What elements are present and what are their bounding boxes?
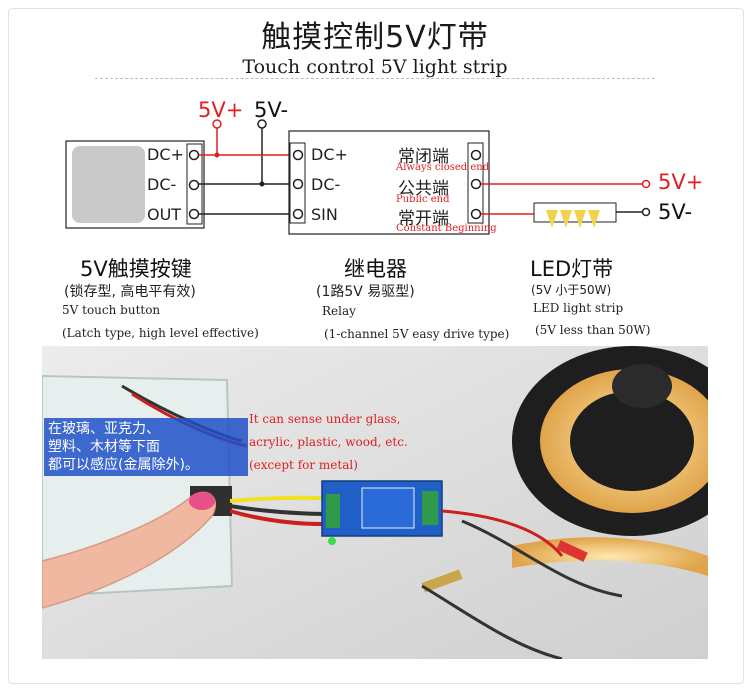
strip-caption-note: (5V 小于50W) xyxy=(531,283,612,297)
relay-contact-no-label-en: Constant Beginning xyxy=(396,223,497,234)
supply-negative-terminal xyxy=(257,119,267,129)
wiring-diagram xyxy=(65,119,651,235)
sense-note-line-1: It can sense under glass, xyxy=(249,412,401,426)
output-positive-label: 5V+ xyxy=(658,170,704,194)
strip-caption-en: LED light strip xyxy=(533,301,624,315)
glass-sensing-note: 在玻璃、亚克力、 塑料、木材等下面 都可以感应(金属除外)。 xyxy=(44,418,248,476)
junction-dc-minus xyxy=(259,181,265,187)
junction-dc-plus xyxy=(214,152,220,158)
relay-pin-label-sin: SIN xyxy=(311,205,338,224)
page-subtitle: Touch control 5V light strip xyxy=(242,56,508,78)
relay-pin-label-dc-minus: DC- xyxy=(311,175,341,194)
relay-contact-com-label-en: Public end xyxy=(396,194,450,205)
product-photo xyxy=(42,346,708,659)
button-pin-label-out: OUT xyxy=(147,205,182,224)
touch-pad xyxy=(72,146,145,223)
strip-caption-note-en: (5V less than 50W) xyxy=(535,323,651,337)
relay-caption: 继电器 xyxy=(344,257,407,281)
strip-caption: LED灯带 xyxy=(530,257,614,281)
button-pin-dc-plus xyxy=(188,149,200,161)
supply-negative-label: 5V- xyxy=(254,98,289,122)
glass-note-line-2: 塑料、木材等下面 xyxy=(48,439,160,455)
relay-pin-label-dc-plus: DC+ xyxy=(311,145,348,164)
output-negative-label: 5V- xyxy=(658,200,693,224)
supply-positive-label: 5V+ xyxy=(198,98,244,122)
relay-pin-dc-plus xyxy=(292,149,304,161)
relay-caption-note: (1路5V 易驱型) xyxy=(316,284,415,300)
sensing-note-en: It can sense under glass, acrylic, plast… xyxy=(249,408,408,477)
relay-contact-com-label: 公共端 xyxy=(398,179,449,199)
relay-pin-sin xyxy=(292,208,304,220)
relay-contact-nc xyxy=(470,149,482,161)
output-negative-terminal xyxy=(641,207,651,217)
relay-contact-no-label: 常开端 xyxy=(398,209,449,229)
glass-note-line-1: 在玻璃、亚克力、 xyxy=(48,421,160,437)
page-title: 触摸控制5V灯带 xyxy=(261,20,489,55)
button-caption: 5V触摸按键 xyxy=(80,257,192,281)
relay-contact-nc-label: 常闭端 xyxy=(398,147,449,167)
photo-illustration xyxy=(42,346,708,659)
relay-caption-en: Relay xyxy=(322,304,356,318)
button-caption-en: 5V touch button xyxy=(62,303,161,317)
page-frame xyxy=(8,8,744,684)
button-pin-label-dc-minus: DC- xyxy=(147,175,177,194)
fingernail xyxy=(189,492,215,510)
glass-note-line-3: 都可以感应(金属除外)。 xyxy=(48,457,199,473)
button-pin-label-dc-plus: DC+ xyxy=(147,145,184,164)
supply-positive-terminal xyxy=(212,119,222,129)
sense-note-line-2: acrylic, plastic, wood, etc. xyxy=(249,435,408,449)
title-divider xyxy=(95,78,655,79)
relay-pin-dc-minus xyxy=(292,178,304,190)
button-caption-note-en: (Latch type, high level effective) xyxy=(62,326,259,340)
relay-contact-no xyxy=(470,208,482,220)
relay-contact-nc-label-en: Always closed end xyxy=(396,162,490,173)
relay-caption-note-en: (1-channel 5V easy drive type) xyxy=(324,327,510,341)
button-caption-note: (锁存型, 高电平有效) xyxy=(64,284,196,300)
output-positive-terminal xyxy=(641,179,651,189)
relay-contact-com xyxy=(470,178,482,190)
led-glow-icon xyxy=(546,210,600,228)
button-pin-dc-minus xyxy=(188,179,200,191)
relay-module xyxy=(288,130,490,235)
button-pin-out xyxy=(188,208,200,220)
sense-note-line-3: (except for metal) xyxy=(249,458,358,472)
